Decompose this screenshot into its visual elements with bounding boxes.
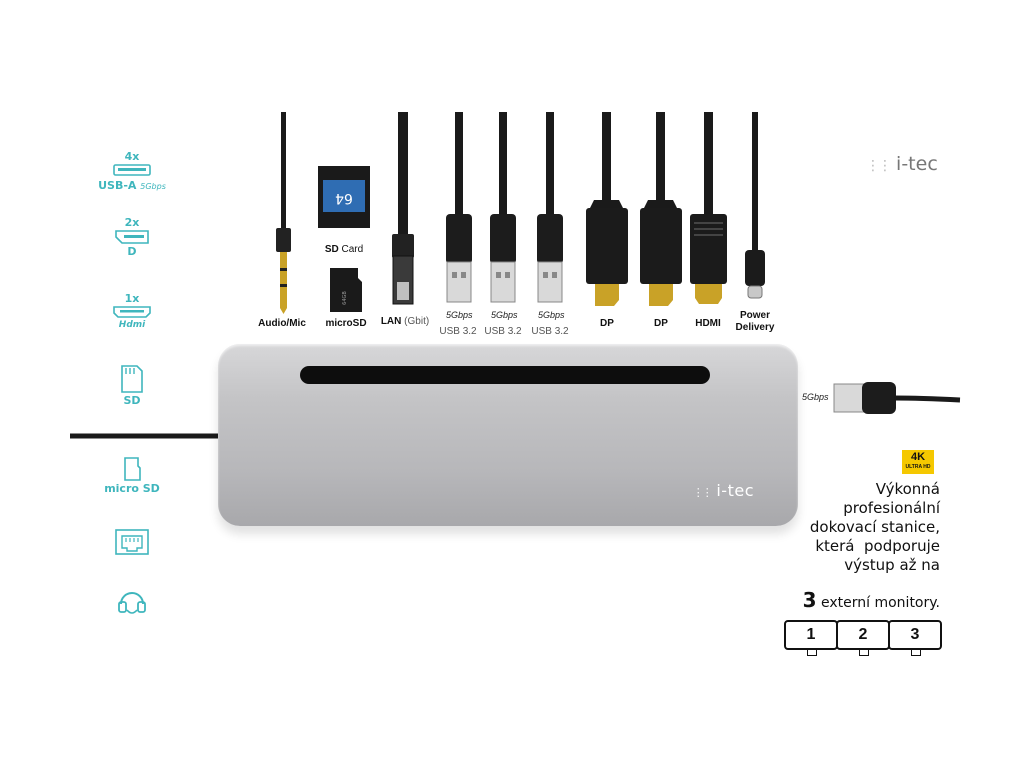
sd-card-capacity: 64 xyxy=(335,190,353,206)
description-line: výstup až na xyxy=(844,556,940,574)
monitor-icon: 2 xyxy=(836,620,890,656)
port-label-usb1: USB 3.2 xyxy=(439,326,477,337)
monitor-number: 3 xyxy=(910,626,920,643)
4k-badge-sub: ULTRA HD xyxy=(905,464,931,470)
sd-card-icon xyxy=(121,365,143,393)
dock-brand-logo: ⋮⋮ i-tec xyxy=(693,481,754,500)
usb-c-cable-icon xyxy=(745,112,765,299)
port-label-lan: LAN (Gbit) xyxy=(376,316,434,328)
description-text: Výkonná profesionální dokovací stanice, … xyxy=(740,480,940,575)
brand-logo-text: i-tec xyxy=(896,153,938,175)
description-line: dokovací stanice, xyxy=(809,518,940,536)
micro-sd-icon xyxy=(124,457,141,481)
port-label-dp1: DP xyxy=(600,318,614,329)
feature-micro-sd: micro SD xyxy=(92,456,172,495)
host-cable-speed: 5Gbps xyxy=(802,392,829,402)
dp-count: 2x xyxy=(124,216,140,229)
brand-logo: ⋮⋮ i-tec xyxy=(866,153,938,175)
4k-badge-main: 4K xyxy=(910,451,926,463)
micro-sd-capacity: 64GB xyxy=(342,291,348,305)
port-label-sd: SD Card xyxy=(314,244,374,256)
feature-audio xyxy=(92,584,172,618)
port-label-audio: Audio/Mic xyxy=(258,318,306,329)
port-label-delivery: Delivery xyxy=(735,322,775,333)
feature-displayport: 2x D xyxy=(92,216,172,258)
micro-sd-label: micro SD xyxy=(104,482,160,495)
docking-station: ⋮⋮ i-tec xyxy=(218,344,798,526)
usb1-speed: 5Gbps xyxy=(446,310,473,320)
monitors-text: externí monitory. xyxy=(821,595,940,611)
port-label-usb2: USB 3.2 xyxy=(484,326,522,337)
hdmi-cable-icon xyxy=(690,112,727,304)
hdmi-label: Hdmi xyxy=(118,320,146,330)
usb3-speed: 5Gbps xyxy=(538,310,565,320)
port-label-lan-main: LAN xyxy=(380,316,402,327)
description-line: Výkonná xyxy=(875,480,940,498)
dock-logo-icon: ⋮⋮ xyxy=(692,486,713,499)
micro-sd-image-icon: 64GB xyxy=(330,268,362,312)
lan-cable-icon xyxy=(392,112,414,305)
port-label-microsd: microSD xyxy=(325,318,367,329)
monitor-icon: 1 xyxy=(784,620,838,656)
feature-ethernet xyxy=(92,528,172,556)
dock-slot xyxy=(300,366,710,384)
4k-badge: 4K ULTRA HD xyxy=(902,450,934,474)
dock-logo-text: i-tec xyxy=(716,481,754,500)
dp-label: D xyxy=(127,245,137,258)
port-label-lan-suffix: (Gbit) xyxy=(404,316,430,327)
description-line: která podporuje xyxy=(815,537,940,555)
ethernet-icon xyxy=(115,529,149,555)
usb-a-label: USB-A xyxy=(98,179,137,192)
port-label-sd-main: SD xyxy=(324,244,339,255)
host-usb-cable-icon xyxy=(833,382,961,414)
monitors-count: 3 xyxy=(802,588,817,612)
usb-a-icon xyxy=(113,164,151,176)
usb-a-speed: 5Gbps xyxy=(140,182,166,191)
hdmi-count: 1x xyxy=(124,292,140,305)
port-label-sd-suffix: Card xyxy=(341,244,364,255)
monitor-number: 1 xyxy=(806,626,816,643)
feature-usb-a: 4x USB-A 5Gbps xyxy=(92,150,172,193)
port-label-usb3: USB 3.2 xyxy=(531,326,569,337)
port-label-dp2: DP xyxy=(654,318,668,329)
headset-icon xyxy=(118,592,146,614)
usb-a-count: 4x xyxy=(124,150,140,163)
feature-sd: SD xyxy=(92,364,172,407)
audio-jack-icon xyxy=(276,112,291,314)
displayport-icon xyxy=(115,230,149,244)
usb-cable-icons xyxy=(446,112,563,303)
hdmi-icon xyxy=(113,306,151,318)
feature-hdmi: 1x Hdmi xyxy=(92,292,172,332)
sd-label: SD xyxy=(123,394,141,407)
displayport-cable-icons xyxy=(586,112,682,306)
port-label-power: Power xyxy=(739,310,770,321)
monitor-number: 2 xyxy=(858,626,868,643)
brand-logo-icon: ⋮⋮ xyxy=(866,158,892,174)
monitor-icon: 3 xyxy=(888,620,942,656)
monitors-line: 3 externí monitory. xyxy=(803,588,940,612)
port-label-power-delivery: Power Delivery xyxy=(730,310,780,334)
port-label-hdmi: HDMI xyxy=(695,318,721,329)
usb2-speed: 5Gbps xyxy=(491,310,518,320)
sd-card-image-icon: 64 xyxy=(318,166,370,228)
description-line: profesionální xyxy=(843,499,940,517)
